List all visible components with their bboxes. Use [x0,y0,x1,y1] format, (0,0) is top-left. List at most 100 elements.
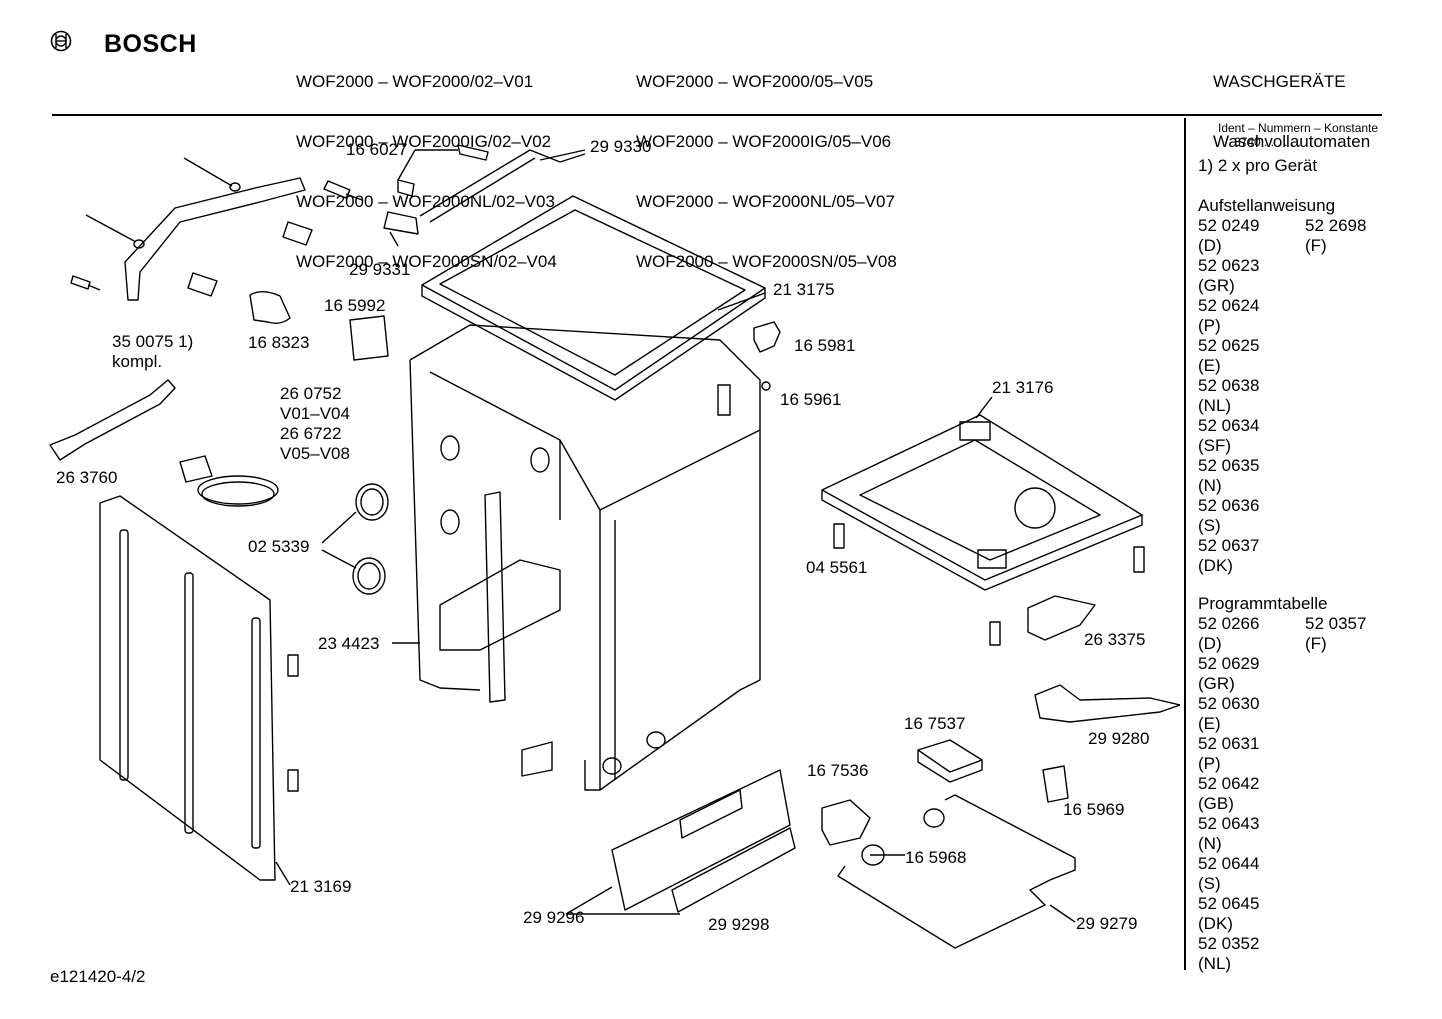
aufstell-lang: (D) [1198,236,1222,255]
programm-number: 52 0642 [1198,774,1260,793]
hinge-part [457,144,489,161]
aufstell-number: 52 0623 [1198,256,1260,275]
power-cable-part [179,455,279,507]
programm-number: 52 0630 [1198,694,1260,713]
aufstell-lang: (DK) [1198,556,1233,575]
top-cover-part [421,195,766,401]
wrench-part [49,379,176,461]
category-block: WASCHGERÄTE Waschvollautomaten [1213,32,1370,172]
part-label: 04 5561 [806,558,868,577]
ident-value: 3740 . . . . . . [1234,135,1301,149]
programm-lang: (D) [1198,634,1222,653]
programm-lang: (DK) [1198,914,1233,933]
part-label: 26 6722 [280,424,342,443]
programm-number: 52 0645 [1198,894,1260,913]
aufstell-number: 52 0637 [1198,536,1260,555]
programm-number: 52 0643 [1198,814,1260,833]
sensor-part [1042,765,1069,803]
part-label: 16 5961 [780,390,842,409]
part-label: 29 9331 [349,260,411,279]
detergent-drawer-part [671,827,796,913]
part-label: 29 9296 [523,908,585,927]
part-label: V01–V04 [280,404,350,423]
aufstell-number: 52 0634 [1198,416,1260,435]
aufstell-number: 52 0636 [1198,496,1260,515]
programm-lang: (S) [1198,874,1221,893]
part-label: 29 9298 [708,915,770,934]
model-item: WOF2000 – WOF2000IG/02–V02 [296,132,552,151]
programm-lang: (GR) [1198,674,1235,693]
aufstell-number: 52 0249 [1198,216,1260,235]
programm-number: 52 0352 [1198,934,1260,953]
strut-part [484,491,506,703]
model-item: WOF2000 – WOF2000/02–V01 [296,72,534,91]
gasket-part [349,315,389,361]
programm-lang: (NL) [1198,954,1232,973]
aufstell-number: 52 0624 [1198,296,1260,315]
pump-part [1034,684,1180,723]
sidebar-note: 1) 2 x pro Gerät [1198,156,1318,175]
part-label: 29 9280 [1088,729,1150,748]
aufstell-lang: (S) [1198,516,1221,535]
aufstell-number: 52 0635 [1198,456,1260,475]
brand-name: BOSCH [104,30,197,58]
mounting-bracket-part [70,157,363,325]
aufstell-lang: (P) [1198,316,1221,335]
side-panel-part [99,495,299,881]
part-label: 29 9279 [1076,914,1138,933]
programm-lang: (F) [1305,634,1327,653]
aufstell-number: 52 2698 [1305,216,1367,235]
model-list-left: WOF2000 – WOF2000/02–V01 WOF2000 – WOF20… [296,32,557,292]
seal-ring-part [355,483,389,521]
programm-number: 52 0631 [1198,734,1260,753]
screw-part [833,523,845,549]
module-part [821,799,871,846]
category-title: WASCHGERÄTE [1213,72,1346,91]
part-label: 29 9330 [590,137,652,156]
part-label: 16 5969 [1063,800,1125,819]
drawing-number: e121420-4/2 [50,967,146,986]
ident-label: Ident – Nummern – Konstante [1218,121,1379,135]
model-list-right: WOF2000 – WOF2000/05–V05 WOF2000 – WOF20… [636,32,897,292]
part-label: 21 3175 [773,280,835,299]
aufstell-title: Aufstellanweisung [1198,196,1336,215]
aufstell-lang: (E) [1198,356,1221,375]
wire-harness-part [837,794,1076,949]
part-label: 21 3176 [992,378,1054,397]
part-label: 16 7536 [807,761,869,780]
programm-lang: (E) [1198,714,1221,733]
aufstell-lang: (N) [1198,476,1222,495]
seal-ring-part [352,557,386,595]
part-label: kompl. [112,352,163,371]
sidebar-divider [1184,118,1186,970]
category-subtitle: Waschvollautomaten [1213,132,1371,151]
programm-number: 52 0357 [1305,614,1367,633]
part-label: 26 3760 [56,468,118,487]
programm-lang: (N) [1198,834,1222,853]
bosch-logo-icon [50,30,72,52]
aufstell-lang: (NL) [1198,396,1232,415]
foot-part [753,321,781,353]
part-label: 26 0752 [280,384,342,403]
part-label: 16 5992 [324,296,386,315]
part-label: 16 7537 [904,714,966,733]
aufstell-number: 52 0625 [1198,336,1260,355]
cabinet-part [409,324,761,791]
programm-title: Programmtabelle [1198,594,1328,613]
model-item: WOF2000 – WOF2000/05–V05 [636,72,874,91]
programm-number: 52 0644 [1198,854,1260,873]
part-label: 02 5339 [248,537,310,556]
programm-lang: (P) [1198,754,1221,773]
programm-lang: (GB) [1198,794,1234,813]
part-label: 26 3375 [1084,630,1146,649]
base-frame-part [821,414,1143,591]
programm-number: 52 0266 [1198,614,1260,633]
part-label: 16 8323 [248,333,310,352]
model-item: WOF2000 – WOF2000IG/05–V06 [636,132,892,151]
aufstell-lang: (SF) [1198,436,1232,455]
exploded-view-drawing [49,144,1180,949]
part-label: V05–V08 [280,444,350,463]
aufstell-number: 52 0638 [1198,376,1260,395]
aufstell-lang: (GR) [1198,276,1235,295]
header-divider [52,114,1382,116]
